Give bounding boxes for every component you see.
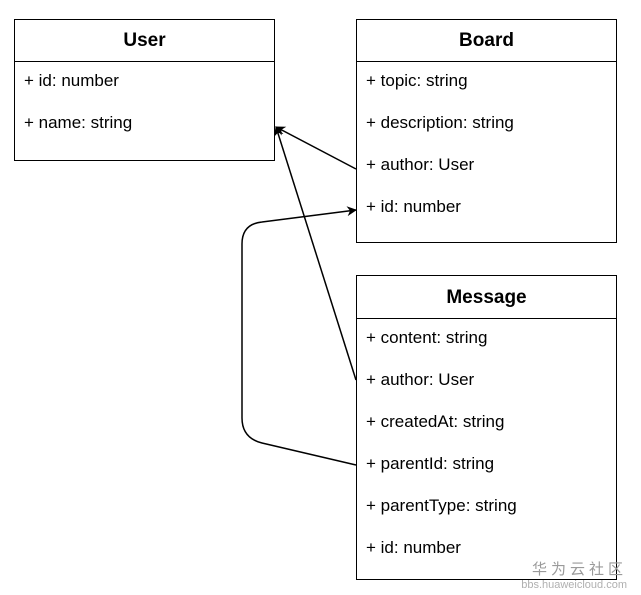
user-attr-id: + id: number <box>24 71 119 90</box>
watermark-url: bbs.huaweicloud.com <box>521 579 627 591</box>
message-attr-author: + author: User <box>366 370 475 389</box>
board-attr-author: + author: User <box>366 155 475 174</box>
message-parentid-to-board-id-arrow <box>241 206 357 466</box>
board-author-to-user-arrow <box>275 126 357 170</box>
message-attr-parenttype: + parentType: string <box>366 496 517 515</box>
message-attr-createdat: + createdAt: string <box>366 412 505 431</box>
message-author-to-user-arrow <box>273 126 357 381</box>
user-attr-name: + name: string <box>24 113 133 132</box>
message-class-title: Message <box>357 276 616 319</box>
board-attr-id: + id: number <box>366 197 461 216</box>
board-attr-description: + description: string <box>366 113 514 132</box>
message-attr-content: + content: string <box>366 328 488 347</box>
user-class-title: User <box>15 20 274 62</box>
message-attr-parentid: + parentId: string <box>366 454 495 473</box>
watermark: 华为云社区 bbs.huaweicloud.com <box>521 558 627 591</box>
board-class-title: Board <box>357 20 616 62</box>
user-class-box[interactable]: User + id: number + name: string <box>14 19 275 161</box>
board-class-box[interactable]: Board + topic: string + description: str… <box>356 19 617 243</box>
message-attr-id: + id: number <box>366 538 461 557</box>
message-class-box[interactable]: Message + content: string + author: User… <box>356 275 617 580</box>
watermark-title: 华为云社区 <box>531 560 627 578</box>
board-attr-topic: + topic: string <box>366 71 468 90</box>
